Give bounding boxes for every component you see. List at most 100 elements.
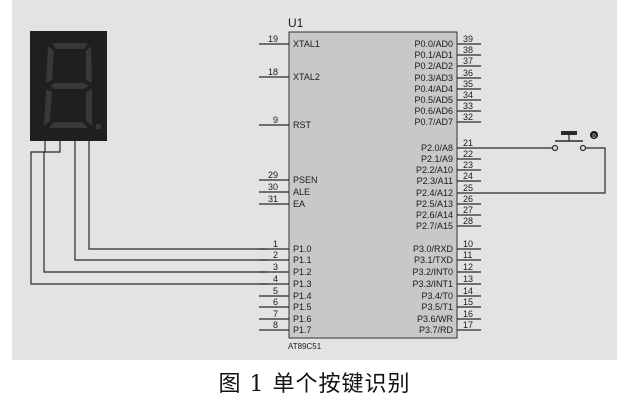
pin-name: P2.5/A13 [416,199,453,209]
pin-number: 38 [463,45,473,55]
pin-number: 24 [463,171,473,181]
pin-name: P3.1/TXD [414,255,454,265]
pin-number: 39 [463,34,473,44]
figure-caption: 图 1 单个按键识别 [218,372,411,397]
pin-number: 32 [463,112,473,122]
pin-name: P0.4/AD4 [414,84,453,94]
pin-number: 23 [463,160,473,170]
pin-name: P1.1 [293,255,312,265]
segment-f [46,46,54,83]
pin-name: P3.5/T1 [421,302,453,312]
pin-number: 13 [463,274,473,284]
pin-name: P1.4 [293,291,312,301]
display-wires [30,152,267,285]
pin-number: 2 [273,250,278,260]
pin-number: 15 [463,297,473,307]
pin-name: P0.7/AD7 [414,117,453,127]
pin-name: P1.7 [293,325,312,335]
button-marker-icon [590,131,598,139]
pin-name: P1.3 [293,279,312,289]
pin-name: P2.2/A10 [416,165,453,175]
seven-segment-display [30,31,107,141]
pin-number: 11 [463,250,472,260]
button-return-wire [481,147,606,194]
pin-number: 12 [463,262,473,272]
pin-name: PSEN [293,175,318,185]
pin-number: 16 [463,309,473,319]
segment-a [52,43,88,49]
chip-reference: U1 [288,16,304,30]
pin-name: P2.0/A8 [421,143,453,153]
pin-number: 1 [273,239,278,249]
pin-name: RST [293,120,312,130]
pin-number: 27 [463,205,473,215]
pin-number: 8 [273,320,278,330]
pin-name: P0.0/AD0 [414,39,453,49]
pin-name: P2.1/A9 [421,154,453,164]
button-contact-left [551,144,559,152]
pin-name: P3.3/INT1 [412,279,453,289]
pin-number: 30 [268,182,278,192]
pin-number: 7 [273,309,278,319]
pin-name: XTAL1 [293,39,320,49]
button-contact-right [579,144,587,152]
pin-name: P1.0 [293,244,312,254]
pin-number: 26 [463,194,473,204]
pin-number: 22 [463,149,473,159]
pin-name: EA [293,199,305,209]
pin-number: 37 [463,56,473,66]
push-button: 0 [481,131,606,194]
pin-name: P2.7/A15 [416,221,453,231]
segment-b [86,46,92,83]
pin-number: 28 [463,216,473,226]
pin-number: 4 [273,274,278,284]
pin-name: P1.6 [293,314,312,324]
chip-part-number: AT89C51 [288,342,322,351]
pin-number: 36 [463,68,473,78]
pin-number: 29 [268,170,278,180]
pin-number: 34 [463,90,473,100]
pin-name: P1.2 [293,267,312,277]
pin-number: 3 [273,262,278,272]
pin-name: P3.2/INT0 [412,267,453,277]
pin-name: P0.3/AD3 [414,73,453,83]
pin-name: P0.2/AD2 [414,61,453,71]
pin-name: P0.5/AD5 [414,95,453,105]
pin-name: P3.7/RD [419,325,454,335]
segment-c [86,89,92,126]
pin-name: P3.0/RXD [413,244,454,254]
pin-name: ALE [293,187,310,197]
pin-number: 25 [463,183,473,193]
pin-number: 18 [268,67,278,77]
